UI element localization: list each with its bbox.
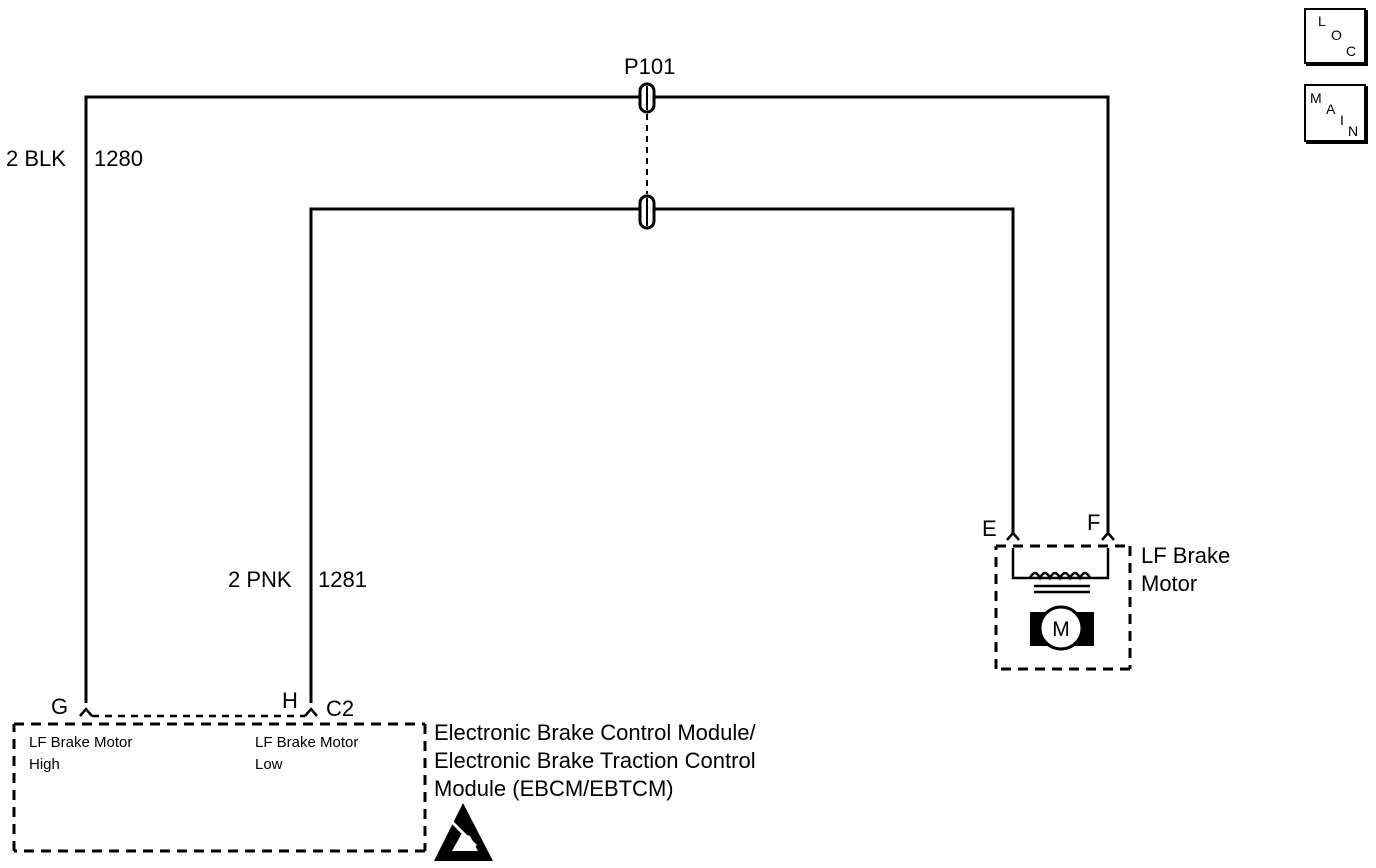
motor-winding [1011,548,1110,594]
motor-name-line1: LF Brake [1141,543,1230,568]
main-letter-a: A [1326,101,1336,117]
wire-pnk-1281 [309,207,1015,703]
main-button[interactable]: M A I N [1304,84,1366,142]
module-name-line2: Electronic Brake Traction Control [434,748,756,773]
esd-warning-icon [434,803,493,861]
module-pin-h: H [282,688,298,713]
terminal-e [1006,531,1020,541]
motor-symbol: M [1030,605,1094,651]
motor-pin-e: E [982,516,997,541]
pnk-wire-circuit: 1281 [318,567,367,592]
main-letter-i: I [1340,112,1344,128]
loc-button[interactable]: L O C [1304,8,1366,64]
pin-h-desc-line1: LF Brake Motor [255,734,358,751]
blk-wire-color: 2 BLK [6,146,66,171]
wire-blk-1280 [84,95,1110,703]
pin-g-desc-line2: High [29,756,60,773]
pin-g-desc-line1: LF Brake Motor [29,734,132,751]
motor-symbol-letter: M [1052,618,1070,641]
splice-label: P101 [624,54,675,79]
module-connector: C2 [326,696,354,721]
loc-letter-l: L [1318,13,1326,29]
pnk-wire-color: 2 PNK [228,567,292,592]
module-name-line3: Module (EBCM/EBTCM) [434,776,674,801]
motor-pin-f: F [1087,510,1100,535]
ebcm-module-box [12,714,427,853]
module-pin-g: G [51,694,68,719]
blk-wire-circuit: 1280 [94,146,143,171]
motor-name-line2: Motor [1141,571,1197,596]
loc-letter-o: O [1331,27,1342,43]
terminal-f [1101,531,1115,541]
loc-letter-c: C [1346,43,1357,59]
terminal-g [79,707,93,717]
main-letter-m: M [1310,90,1322,106]
terminal-h [304,707,318,717]
main-letter-n: N [1348,123,1359,139]
pin-h-desc-line2: Low [255,756,283,773]
splice-p101 [638,82,656,230]
module-name-line1: Electronic Brake Control Module/ [434,720,756,745]
motor-box [994,544,1132,671]
